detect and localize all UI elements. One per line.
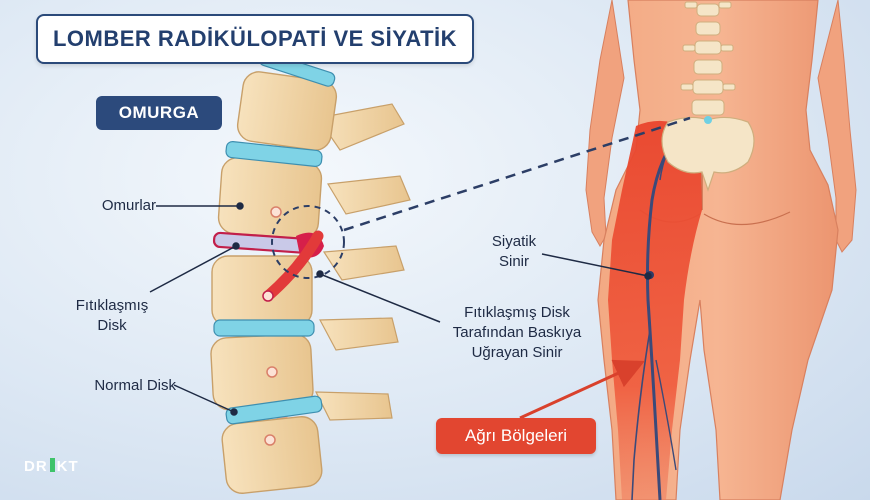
disc-middle: [213, 319, 315, 337]
label-herniated-disc-line2: Disk: [97, 317, 127, 334]
spine-illustration: [210, 51, 411, 494]
sciatic-nerve: [646, 118, 692, 500]
pain-arrow: [519, 359, 645, 420]
label-sciatic-nerve: Siyatik Sinir: [474, 232, 554, 272]
label-sciatic-line2: Sinir: [498, 253, 529, 270]
label-normal-disc: Normal Disk: [94, 377, 176, 394]
label-compressed-line1: Fıtıklaşmış Disk: [464, 304, 570, 321]
vertebra-5: [221, 416, 323, 494]
label-compressed-nerve: Fıtıklaşmış Disk Tarafından Baskıya Uğra…: [432, 303, 602, 363]
pain-area-badge: Ağrı Bölgeleri: [436, 418, 596, 454]
label-sciatic-line1: Siyatik: [491, 233, 537, 250]
disc-normal: [225, 395, 323, 425]
label-compressed-line3: Uğrayan Sinir: [471, 344, 563, 361]
label-herniated-disc-line1: Fıtıklaşmış: [75, 297, 149, 314]
leader-lines: [149, 202, 652, 416]
page-title: LOMBER RADİKÜLOPATİ VE SİYATİK: [52, 26, 458, 51]
compressed-nerve: [262, 230, 324, 302]
label-herniated-disc: Fıtıklaşmış Disk: [62, 296, 162, 336]
focus-circle: [271, 205, 345, 279]
link-line: [343, 116, 691, 232]
vertebra-2: [217, 156, 323, 240]
pain-area-label: Ağrı Bölgeleri: [464, 426, 568, 445]
left-arm: [585, 0, 625, 247]
logo-left: DR: [24, 458, 48, 475]
right-arm: [817, 0, 857, 253]
back-spine: [661, 1, 755, 192]
vertebra-1: [236, 71, 338, 151]
label-compressed-line2: Tarafından Baskıya: [452, 324, 582, 341]
logo: DR KT: [24, 458, 79, 475]
label-vertebrae: Omurlar: [101, 197, 156, 214]
body-figure: [585, 0, 857, 500]
spine-badge-label: OMURGA: [118, 103, 200, 122]
logo-right: KT: [56, 458, 79, 475]
spine-badge: OMURGA: [96, 96, 222, 130]
pain-region: [608, 120, 702, 500]
title-box: LOMBER RADİKÜLOPATİ VE SİYATİK: [36, 14, 474, 64]
logo-bar-icon: [49, 458, 55, 472]
disc-upper: [225, 141, 323, 167]
